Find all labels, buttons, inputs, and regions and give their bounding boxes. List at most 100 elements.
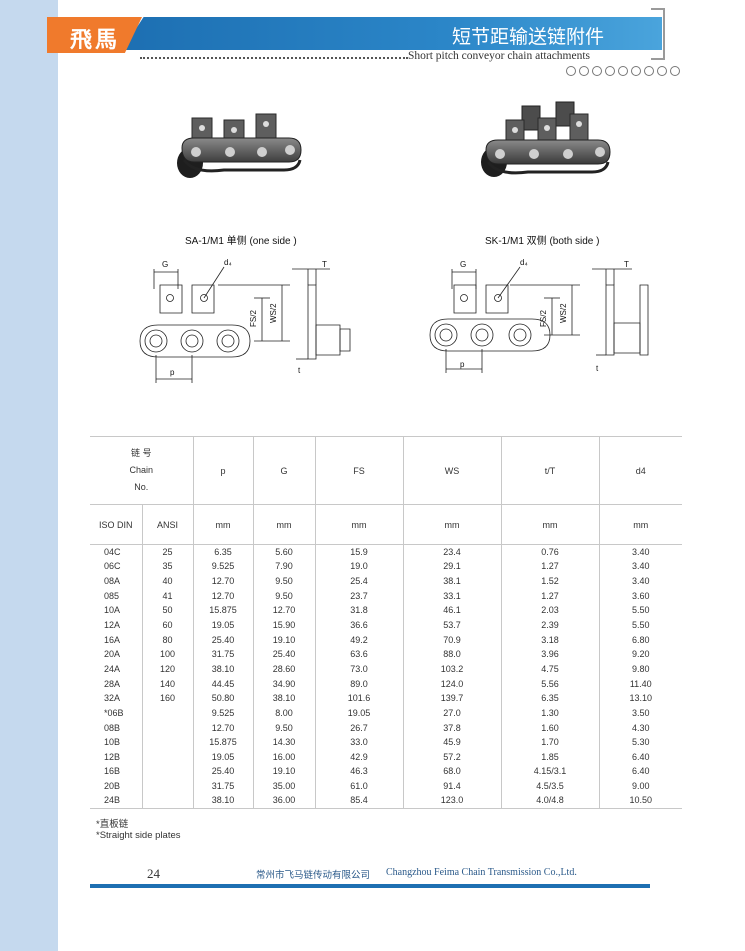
table-cell: 1.30 bbox=[500, 705, 599, 721]
table-cell bbox=[141, 734, 193, 750]
table-cell: 12.70 bbox=[192, 588, 253, 604]
drawing-one-side: G d₄ T FS/2 WS/2 t p bbox=[139, 258, 351, 383]
table-cell: 25 bbox=[141, 544, 193, 560]
table-cell: 3.40 bbox=[598, 544, 682, 560]
table-cell: 50 bbox=[141, 603, 193, 618]
table-cell: 101.6 bbox=[314, 690, 403, 706]
dim-label-ws-2: WS/2 bbox=[559, 303, 568, 323]
brand-logo: 飛馬 bbox=[70, 27, 121, 53]
title-bar bbox=[122, 17, 662, 50]
table-cell: 9.50 bbox=[252, 588, 315, 604]
table-cell: 10A bbox=[104, 605, 121, 616]
table-cell: 40 bbox=[141, 573, 193, 589]
unit-fs: mm bbox=[314, 504, 403, 545]
table-cell: 91.4 bbox=[402, 778, 501, 794]
table-cell: 124.0 bbox=[402, 676, 501, 691]
table-cell: 103.2 bbox=[402, 661, 501, 677]
table-cell: 38.1 bbox=[402, 573, 501, 589]
table-cell: 06C bbox=[104, 561, 121, 572]
table-cell: 9.525 bbox=[192, 705, 253, 721]
table-cell: 19.10 bbox=[252, 764, 315, 779]
table-cell: 38.10 bbox=[192, 793, 253, 809]
table-cell: 160 bbox=[141, 690, 193, 706]
table-cell bbox=[141, 749, 193, 765]
table-cell: 31.75 bbox=[192, 778, 253, 794]
table-cell: 2.03 bbox=[500, 603, 599, 618]
table-cell: 4.30 bbox=[598, 720, 682, 735]
table-cell bbox=[141, 705, 193, 721]
footer-company-cn: 常州市飞马链传动有限公司 bbox=[256, 870, 371, 881]
col-header-t: t/T bbox=[500, 436, 599, 505]
table-cell: 3.96 bbox=[500, 646, 599, 662]
table-cell: 34.90 bbox=[252, 676, 315, 691]
table-cell: 50.80 bbox=[192, 690, 253, 706]
col-header-fs: FS bbox=[314, 436, 403, 505]
table-cell: 15.875 bbox=[192, 734, 253, 750]
table-cell: 53.7 bbox=[402, 617, 501, 633]
table-cell: 41 bbox=[141, 588, 193, 604]
col-header-ws: WS bbox=[402, 436, 501, 505]
decorative-circles bbox=[566, 66, 680, 76]
table-cell: 20A bbox=[104, 649, 121, 660]
dotted-rule bbox=[140, 57, 408, 59]
table-cell: 1.27 bbox=[500, 559, 599, 574]
col-header-d4: d4 bbox=[598, 436, 682, 505]
table-cell bbox=[141, 764, 193, 779]
unit-t: mm bbox=[500, 504, 599, 545]
table-cell: 5.30 bbox=[598, 734, 682, 750]
table-cell: 140 bbox=[141, 676, 193, 691]
table-cell: 1.85 bbox=[500, 749, 599, 765]
dim-label-d4-2: d₄ bbox=[520, 258, 528, 267]
table-cell: 31.75 bbox=[192, 646, 253, 662]
table-cell: 24B bbox=[104, 795, 121, 806]
table-cell: 25.40 bbox=[192, 764, 253, 779]
table-cell: 9.525 bbox=[192, 559, 253, 574]
table-cell: 26.7 bbox=[314, 720, 403, 735]
col-header-p: p bbox=[192, 436, 253, 505]
table-cell: 16B bbox=[104, 766, 121, 777]
table-cell: 9.00 bbox=[598, 778, 682, 794]
table-cell: 12B bbox=[104, 751, 121, 762]
logo-tab bbox=[47, 17, 142, 53]
table-cell: 19.10 bbox=[252, 632, 315, 647]
table-cell: 15.9 bbox=[314, 544, 403, 560]
chain-no-header: 链 号 Chain No. bbox=[90, 436, 193, 505]
unit-ws: mm bbox=[402, 504, 501, 545]
table-cell: 20B bbox=[104, 781, 121, 792]
chain-photo-one-side bbox=[177, 113, 302, 178]
table-cell: 45.9 bbox=[402, 734, 501, 750]
table-cell: 120 bbox=[141, 661, 193, 677]
table-cell: 0.76 bbox=[500, 544, 599, 560]
table-cell: 10B bbox=[104, 737, 121, 748]
spec-table: 链 号 Chain No. p G FS WS t/T d4 ISO DIN A… bbox=[90, 436, 682, 809]
table-cell: 3.18 bbox=[500, 632, 599, 647]
unit-g: mm bbox=[252, 504, 315, 545]
table-cell: 36.6 bbox=[314, 617, 403, 633]
table-cell: 2.39 bbox=[500, 617, 599, 633]
table-cell: 3.60 bbox=[598, 588, 682, 604]
dim-label-t-lower-2: t bbox=[596, 364, 599, 373]
table-cell: 3.40 bbox=[598, 559, 682, 574]
table-cell: 11.40 bbox=[598, 676, 682, 691]
dim-label-d4: d₄ bbox=[224, 258, 232, 267]
table-cell: 32A bbox=[104, 693, 121, 704]
dim-label-fs: FS/2 bbox=[249, 310, 258, 327]
table-cell: 3.40 bbox=[598, 573, 682, 589]
table-cell: 60 bbox=[141, 617, 193, 633]
table-cell: 15.90 bbox=[252, 617, 315, 633]
table-cell: 49.2 bbox=[314, 632, 403, 647]
table-cell: 27.0 bbox=[402, 705, 501, 721]
table-cell: 6.35 bbox=[192, 544, 253, 560]
table-cell: 57.2 bbox=[402, 749, 501, 765]
drawing-both-sides: G d₄ T FS/2 WS/2 t p bbox=[429, 258, 649, 373]
table-cell: 23.4 bbox=[402, 544, 501, 560]
table-cell: 19.05 bbox=[314, 705, 403, 721]
table-cell: 10.50 bbox=[598, 793, 682, 809]
